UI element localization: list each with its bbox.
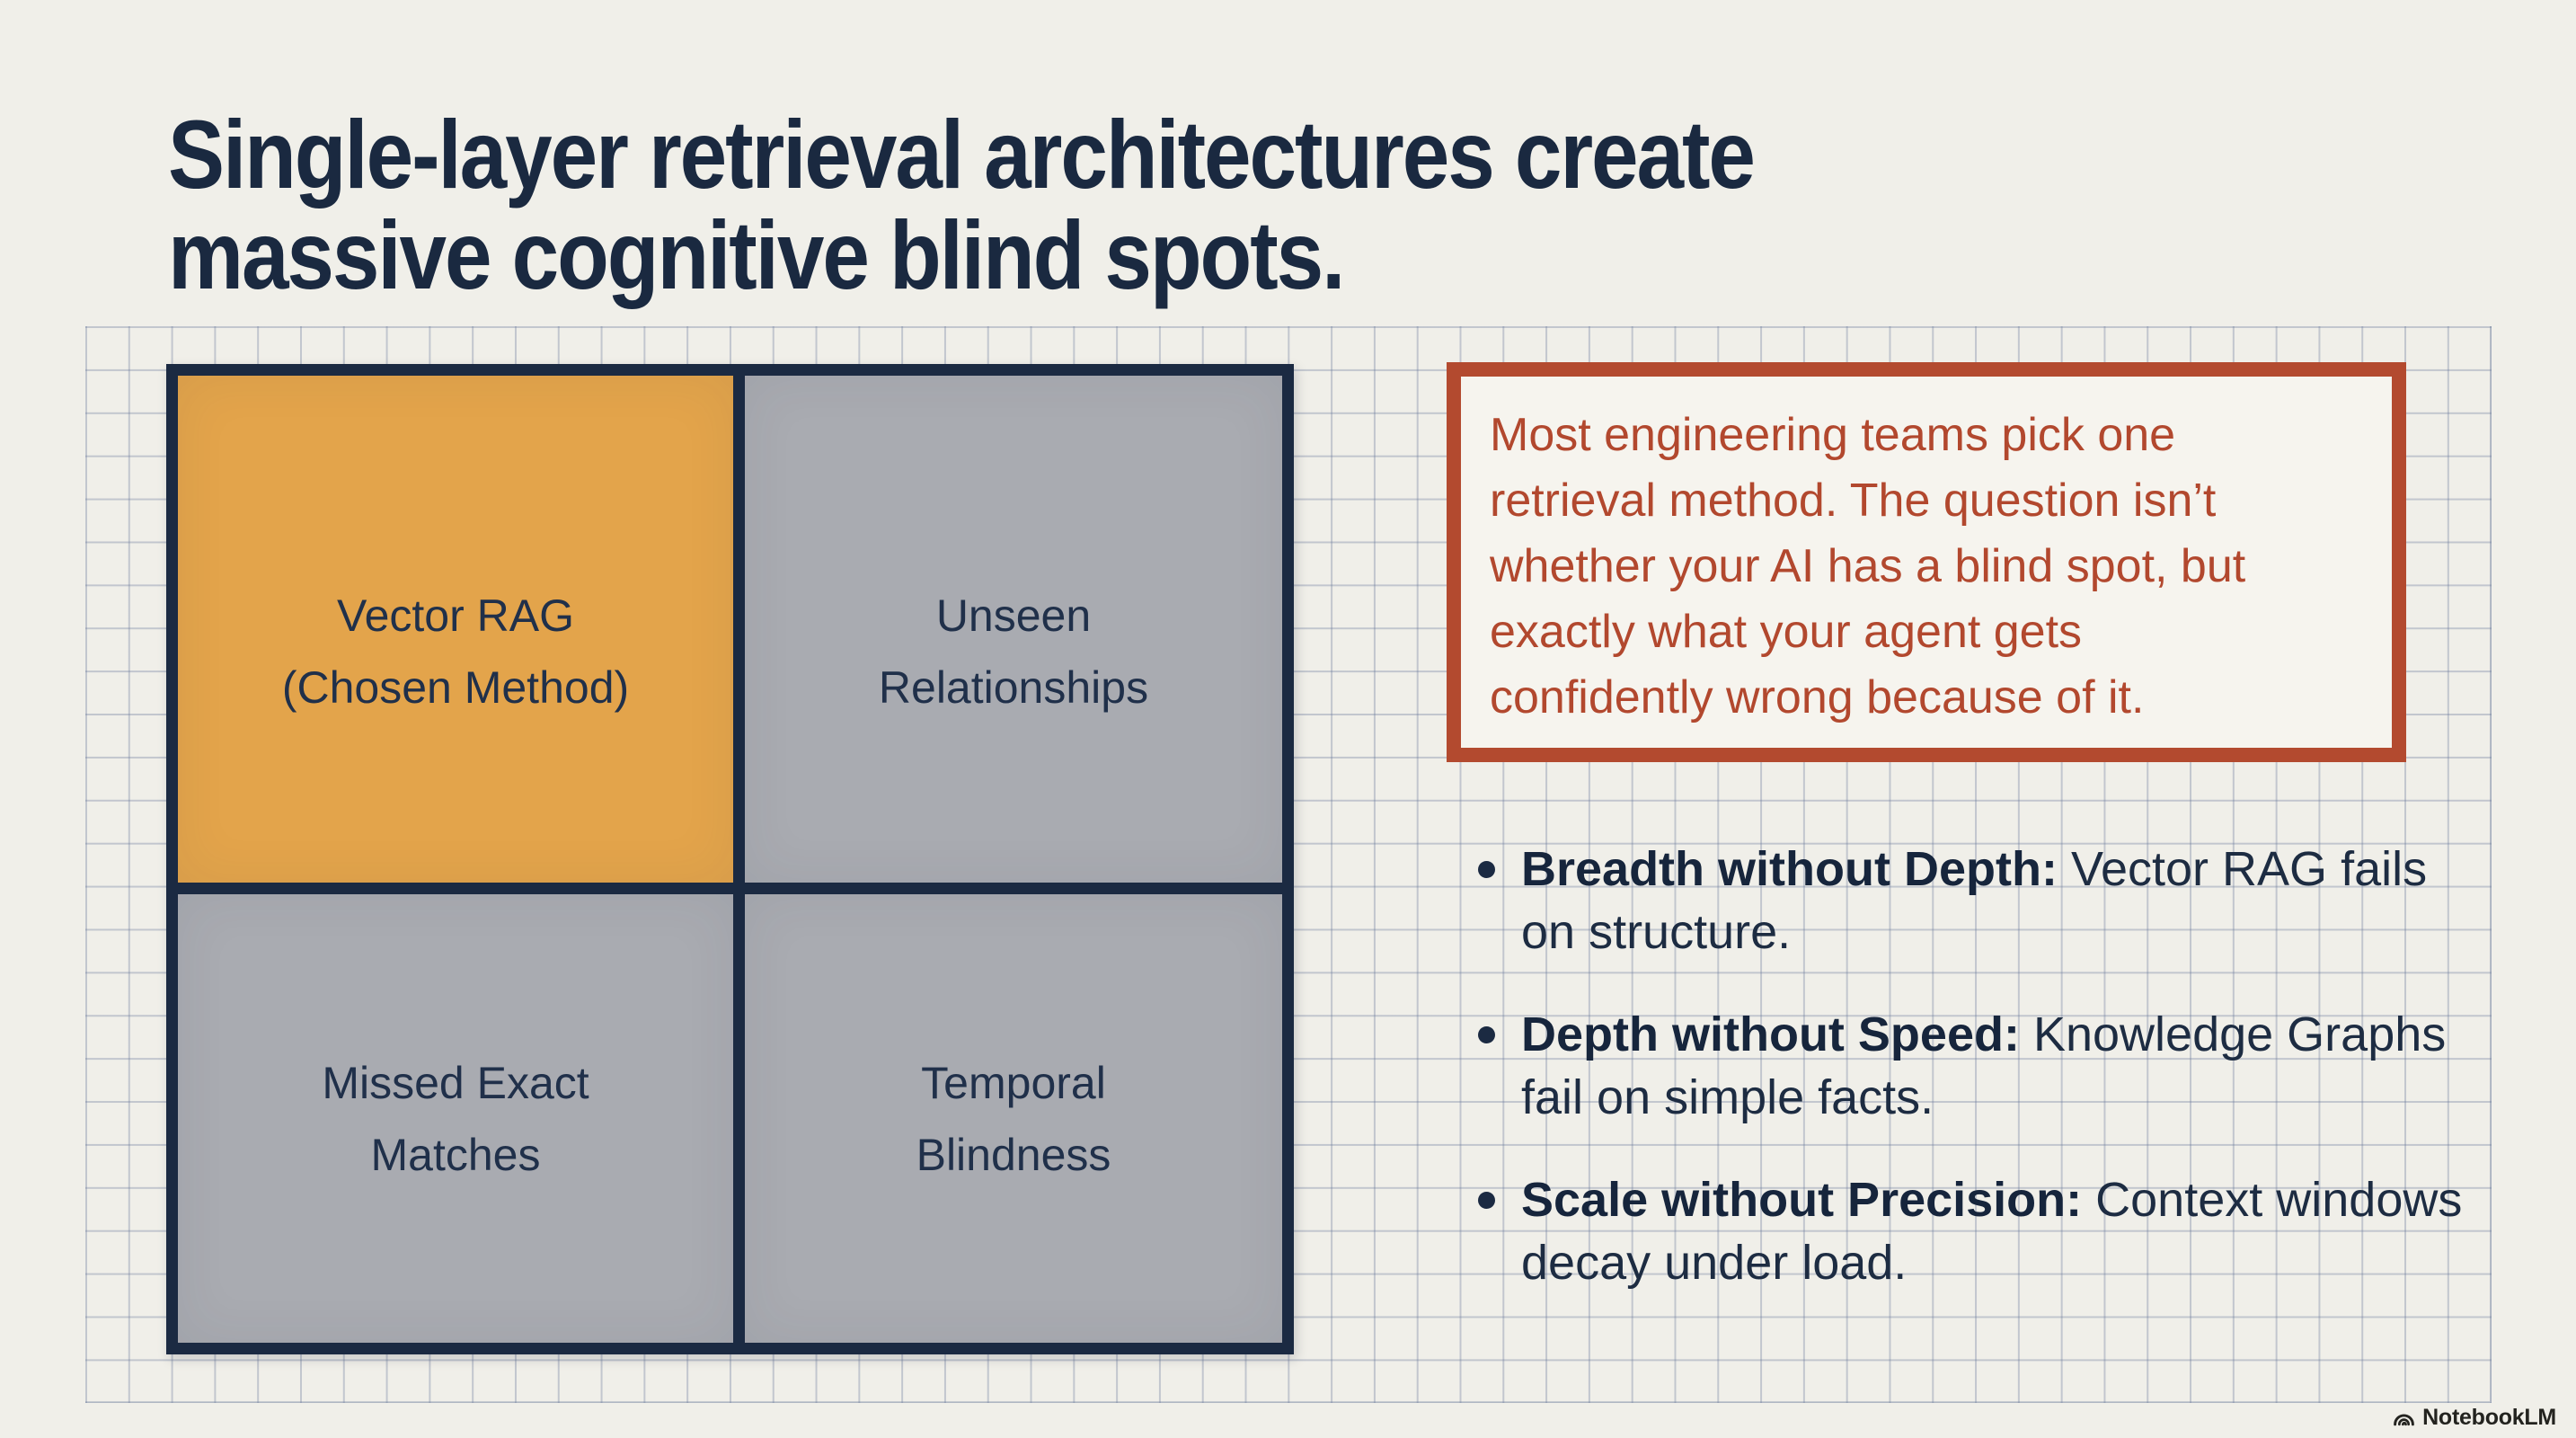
bullet-text: Scale without Precision: Context windows…	[1521, 1168, 2465, 1294]
quadrant-label-line: Relationships	[878, 662, 1149, 713]
callout-line: whether your AI has a blind spot, but	[1490, 540, 2246, 592]
page-title-line-1: Single-layer retrieval architectures cre…	[168, 100, 1756, 209]
quadrant-label-line: Matches	[370, 1129, 541, 1180]
quadrant-label-line: (Chosen Method)	[281, 662, 630, 713]
bullet-text: Depth without Speed: Knowledge Graphs fa…	[1521, 1003, 2465, 1129]
quadrant-label-line: Temporal	[921, 1057, 1106, 1108]
callout-box: Most engineering teams pick one retrieva…	[1447, 362, 2406, 762]
callout-line: exactly what your agent gets	[1490, 606, 2083, 658]
quadrant-unseen-relationships: Unseen Relationships	[745, 376, 1282, 883]
bullet-lead: Depth without Speed:	[1521, 1007, 2020, 1061]
quadrant-vector-rag: Vector RAG (Chosen Method)	[178, 376, 733, 883]
callout-line: confidently wrong because of it.	[1490, 671, 2145, 723]
bullet-dot-icon	[1478, 1192, 1495, 1209]
list-item: Breadth without Depth: Vector RAG fails …	[1478, 838, 2484, 963]
quadrant-missed-exact-matches: Missed Exact Matches	[178, 894, 733, 1343]
brand-name: NotebookLM	[2422, 1405, 2556, 1430]
quadrant-label-line: Vector RAG	[337, 590, 574, 641]
quadrant-matrix: Vector RAG (Chosen Method) Unseen Relati…	[166, 364, 1294, 1354]
callout-line: Most engineering teams pick one	[1490, 409, 2176, 461]
quadrant-label-line: Blindness	[916, 1129, 1111, 1180]
page-title: Single-layer retrieval architectures cre…	[168, 100, 1756, 309]
bullet-dot-icon	[1478, 861, 1495, 878]
quadrant-label-line: Unseen	[935, 590, 1092, 641]
callout-line: retrieval method. The question isn’t	[1490, 475, 2217, 527]
bullet-text: Breadth without Depth: Vector RAG fails …	[1521, 838, 2465, 963]
quadrant-label-line: Missed Exact	[322, 1057, 589, 1108]
page-title-line-2: massive cognitive blind spots.	[168, 200, 1345, 309]
bullet-rest: Vector RAG fails on structure.	[1521, 842, 2428, 959]
list-item: Depth without Speed: Knowledge Graphs fa…	[1478, 1003, 2484, 1129]
notebooklm-logo-icon	[2394, 1414, 2414, 1426]
bullet-list: Breadth without Depth: Vector RAG fails …	[1478, 838, 2484, 1334]
list-item: Scale without Precision: Context windows…	[1478, 1168, 2484, 1294]
bullet-lead: Breadth without Depth:	[1521, 842, 2058, 896]
quadrant-temporal-blindness: Temporal Blindness	[745, 894, 1282, 1343]
bullet-rest: Knowledge Graphs fail on simple facts.	[1521, 1007, 2447, 1124]
bullet-rest: Context windows decay under load.	[1521, 1173, 2463, 1290]
brand-watermark: NotebookLM	[2392, 1405, 2556, 1431]
bullet-lead: Scale without Precision:	[1521, 1173, 2083, 1227]
bullet-dot-icon	[1478, 1026, 1495, 1043]
